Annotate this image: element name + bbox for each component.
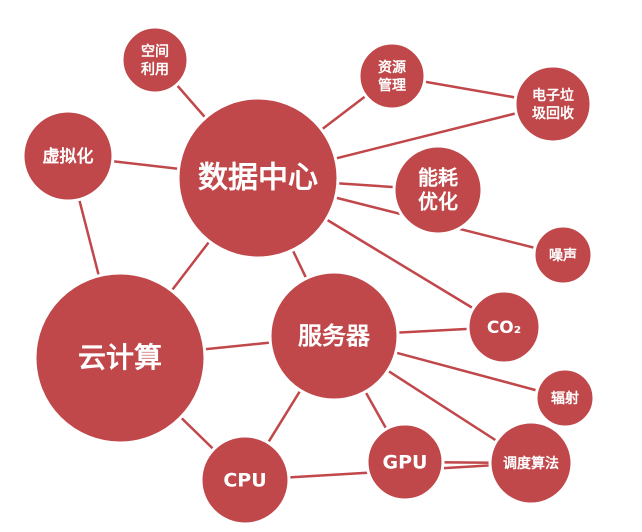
node-circle-noise (532, 224, 594, 286)
node-label-ewaste-line-2: 圾回收 (532, 105, 575, 122)
node-noise: 噪声 (532, 224, 594, 286)
node-label-noise: 噪声 (549, 247, 577, 264)
node-label-co2: CO₂ (487, 318, 521, 338)
node-label-space-line-1: 空间 (141, 43, 169, 60)
node-co2: CO₂ (466, 289, 542, 365)
node-circle-datacenter (176, 96, 340, 260)
node-circle-virtual (21, 109, 115, 203)
node-label-resource-line-1: 资源 (378, 59, 406, 76)
node-circle-cloud (33, 271, 207, 445)
node-circle-gpu (365, 422, 445, 502)
node-circle-ewaste (513, 64, 593, 144)
node-circle-resource (357, 41, 427, 111)
node-circle-co2 (466, 289, 542, 365)
node-label-cloud: 云计算 (78, 341, 162, 374)
node-label-cpu: CPU (223, 470, 266, 492)
node-circle-energy (392, 144, 484, 236)
node-label-space-line-2: 利用 (141, 61, 169, 78)
node-radiation: 辐射 (534, 367, 596, 429)
node-label-virtual: 虚拟化 (43, 146, 94, 167)
node-label-ewaste-line-1: 电子垃 (532, 87, 574, 104)
node-circle-radiation (534, 367, 596, 429)
node-label-energy-line-1: 能耗 (418, 166, 458, 190)
node-circle-space (120, 25, 190, 95)
node-label-gpu: GPU (383, 452, 428, 474)
node-datacenter: 数据中心 (176, 96, 340, 260)
node-circle-cpu (199, 434, 291, 526)
node-label-server: 服务器 (298, 322, 371, 350)
node-label-resource-line-2: 管理 (378, 77, 406, 94)
node-label-energy-line-2: 优化 (418, 190, 458, 214)
node-cloud: 云计算 (33, 271, 207, 445)
node-cpu: CPU (199, 434, 291, 526)
node-server: 服务器 (268, 270, 400, 402)
node-virtual: 虚拟化 (21, 109, 115, 203)
node-label-radiation: 辐射 (551, 390, 579, 407)
node-circle-scheduling (488, 420, 574, 506)
node-circle-server (268, 270, 400, 402)
node-label-scheduling: 调度算法 (503, 455, 559, 472)
node-label-datacenter: 数据中心 (198, 161, 318, 196)
node-scheduling: 调度算法 (488, 420, 574, 506)
node-gpu: GPU (365, 422, 445, 502)
